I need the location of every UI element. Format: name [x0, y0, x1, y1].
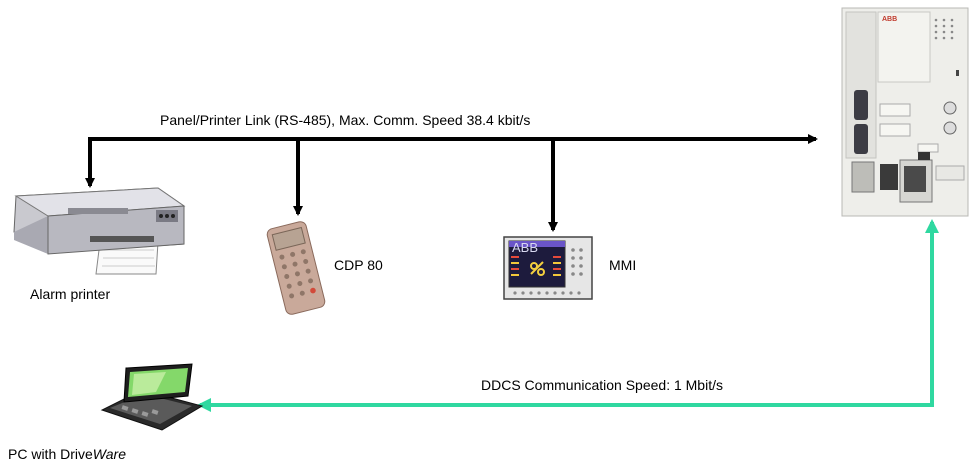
mmi-label: MMI — [609, 257, 637, 273]
alarm-printer-label: Alarm printer — [30, 286, 111, 302]
mmi-icon — [503, 236, 593, 300]
cdp80-panel-icon — [266, 221, 326, 315]
controller-logo: ABB — [882, 16, 898, 23]
pc-driveware-label: PC with DriveWare — [8, 446, 126, 462]
pc-label-suffix: Ware — [92, 446, 126, 462]
panel-printer-link-label: Panel/Printer Link (RS-485), Max. Comm. … — [160, 112, 531, 128]
ddcs-link-label: DDCS Communication Speed: 1 Mbit/s — [481, 377, 723, 393]
panel-printer-link-line — [85, 134, 818, 232]
controller-icon — [841, 7, 969, 217]
printer-icon — [13, 187, 186, 275]
cdp80-label: CDP 80 — [334, 257, 383, 273]
controller-device: ABB — [840, 6, 970, 218]
laptop-icon — [100, 363, 204, 431]
pc-label-prefix: PC with Drive — [8, 446, 93, 462]
mmi-device: ABB — [503, 236, 593, 300]
ddcs-link-line — [197, 219, 939, 412]
mmi-screen-logo: ABB — [512, 240, 539, 255]
